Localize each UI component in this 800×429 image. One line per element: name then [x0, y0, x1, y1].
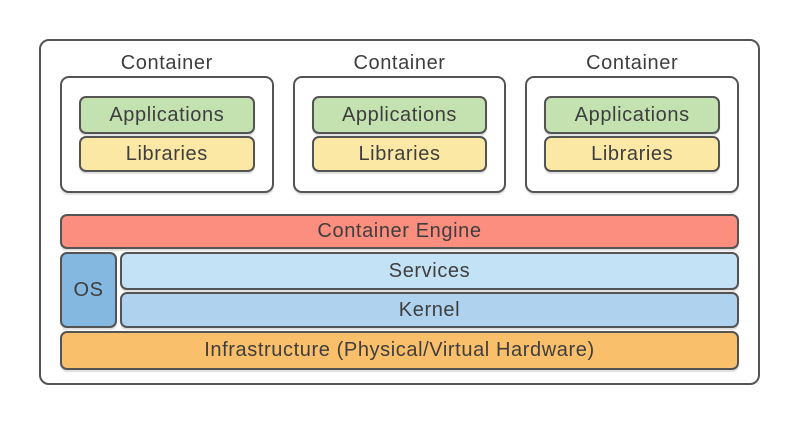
applications-box: Applications	[544, 96, 721, 134]
container-engine-label: Container Engine	[317, 220, 482, 242]
container-group-1: Container Applications Libraries	[60, 50, 274, 193]
applications-label: Applications	[109, 103, 225, 126]
container-label: Container	[586, 51, 679, 74]
container-label: Container	[120, 51, 213, 74]
system-boundary-box: Container Applications Libraries Contain…	[39, 39, 760, 385]
libraries-label: Libraries	[591, 142, 674, 165]
kernel-bar: Kernel	[120, 292, 739, 328]
applications-box: Applications	[311, 96, 488, 134]
services-kernel-column: Services Kernel	[120, 252, 739, 328]
container-box: Applications Libraries	[525, 76, 740, 193]
container-group-3: Container Applications Libraries	[525, 50, 740, 193]
infrastructure-label: Infrastructure (Physical/Virtual Hardwar…	[204, 339, 595, 361]
containers-row: Container Applications Libraries Contain…	[60, 50, 740, 193]
container-engine-bar: Container Engine	[60, 214, 739, 249]
os-box: OS	[60, 252, 117, 328]
libraries-label: Libraries	[358, 142, 441, 165]
services-bar: Services	[120, 252, 739, 290]
libraries-label: Libraries	[125, 142, 208, 165]
container-box: Applications Libraries	[60, 76, 274, 193]
libraries-box: Libraries	[544, 136, 721, 172]
os-label: OS	[73, 278, 104, 301]
infrastructure-bar: Infrastructure (Physical/Virtual Hardwar…	[60, 331, 739, 370]
os-row: OS Services Kernel	[60, 252, 739, 328]
container-label: Container	[353, 51, 446, 74]
applications-label: Applications	[574, 103, 690, 126]
container-group-2: Container Applications Libraries	[292, 50, 507, 193]
services-label: Services	[388, 259, 471, 282]
libraries-box: Libraries	[311, 136, 488, 172]
libraries-box: Libraries	[79, 136, 255, 172]
container-box: Applications Libraries	[292, 76, 507, 193]
applications-box: Applications	[79, 96, 255, 134]
kernel-label: Kernel	[398, 298, 461, 321]
applications-label: Applications	[341, 103, 458, 126]
